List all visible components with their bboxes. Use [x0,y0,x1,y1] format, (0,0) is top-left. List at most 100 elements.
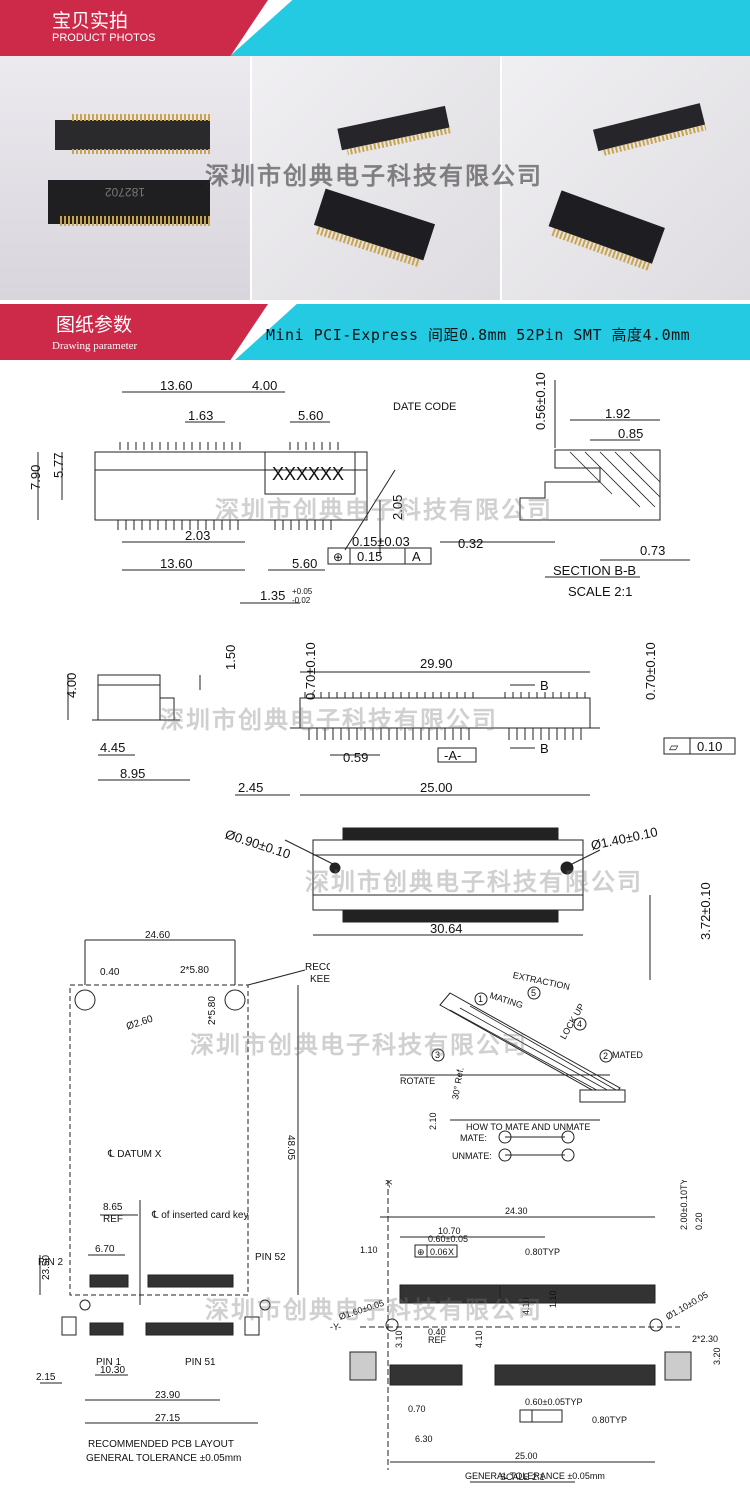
connector-photo-1b: 182702 [48,180,210,226]
watermark-3: 深圳市创典电子科技有限公司 [305,868,643,896]
fp-d15: 4.10 [474,1330,484,1348]
watermark-4: 深圳市创典电子科技有限公司 [190,1031,528,1059]
position-icon: ⊕ [333,550,343,564]
fp-d5: 0.80TYP [525,1247,560,1257]
dim-top-4: 5.60 [298,408,323,423]
marking-text: XXXXXX [272,464,344,484]
fp-d16: 3.20 [712,1347,722,1365]
mate-diagram [400,986,626,1162]
pcb-d3: Ø2.60 [125,1014,155,1033]
section-scale: SCALE 2:1 [568,584,632,599]
header-tab-2 [0,304,268,360]
num-5: 5 [531,988,536,998]
photo-strip: 182702 [0,56,750,300]
pcb-title: RECOMMENDED PCB LAYOUT [88,1439,234,1450]
fp-w2: 10.70 [438,1226,461,1236]
connector-photo-3b [548,190,665,272]
fp-pos-icon: ⊕ [417,1247,425,1257]
section-mark-b1: B [540,678,549,693]
fp-d20: 6.30 [415,1434,433,1444]
pcb-w1: 24.60 [145,930,170,941]
watermark-2: 深圳市创典电子科技有限公司 [160,706,498,734]
pin52-label: PIN 52 [255,1252,286,1263]
datum-a: A [412,549,421,564]
bottom-view [284,827,651,980]
section-dim-2: 1.92 [605,406,630,421]
num-1: 1 [478,994,483,1004]
section-title: SECTION B-B [553,563,636,578]
pcb-layout-drawing: 24.60 0.40 2*5.80 Ø2.60 2*5.80 RECOMMEND… [36,930,330,1464]
watermark-photos: 深圳市创典电子科技有限公司 [205,162,543,190]
front-h1: 0.70±0.10 [303,642,318,700]
side-w2: 8.95 [120,766,145,781]
pcb-d5: 6.70 [95,1244,115,1255]
fp-d3: 0.06 [430,1247,448,1257]
pitch-down: -0.02 [292,596,311,605]
pcb-ref1: 8.65 [103,1202,123,1213]
fp-d9b: REF [428,1335,447,1345]
section-dim-3: 0.85 [618,426,643,441]
fp-d4: X [448,1247,454,1257]
bottom-view-drawing: Ø0.90±0.10 Ø1.40±0.10 30.64 3.72±0.10 [223,824,713,980]
side-h2: 1.50 [223,645,238,670]
footprint-pads [349,1180,692,1483]
fp-d11: 1.10 [548,1290,558,1308]
pos-tol: 0.15 [357,549,382,564]
card-key-label: ℄ of inserted card key [151,1210,248,1221]
dim-bottom-1: 2.03 [185,528,210,543]
fp-tol: GENERAL TOLERANCE ±0.05mm [465,1471,605,1481]
front-view [235,671,736,796]
pcb-d2: 2*5.80 [180,965,209,976]
fp-w3: 25.00 [515,1451,538,1461]
header-tab [0,0,268,56]
top-view-dimensions [37,391,432,604]
rotate-label: ROTATE [400,1076,435,1086]
section-mark-b2: B [540,741,549,756]
fp-d1: 1.10 [360,1245,378,1255]
lock-label: LOCK UP [558,1002,586,1041]
section-dim-4: 0.32 [458,536,483,551]
num-3: 3 [435,1050,440,1060]
front-w1: 29.90 [420,656,453,671]
header-title-en: PRODUCT PHOTOS [52,32,156,44]
connector-photo-3a [593,103,707,156]
keepout-1: RECOMMEND CARD [305,962,330,973]
fp-d10: 4.10 [521,1297,531,1315]
pin2-label: PIN 2 [38,1257,63,1268]
photo-2 [252,56,500,300]
mated-label: MATED [612,1050,643,1060]
pcb-d7: 10.30 [100,1365,125,1376]
fp-scale: SCALE 2:1 [500,1472,545,1482]
pcb-tol: GENERAL TOLERANCE ±0.05mm [86,1453,241,1464]
photo-marking: 182702 [105,185,145,199]
connector-photo-1a [55,114,210,154]
fp-d18: 0.80TYP [592,1415,627,1425]
front-view-drawing: 4.00 1.50 4.45 8.95 0.70±0.10 0.70±0.10 … [64,642,736,796]
fp-vmark: -X- [384,1180,394,1188]
dim-bottom-2: 13.60 [160,556,193,571]
unmate-row-label: UNMATE: [452,1151,492,1161]
header-bar-2 [235,304,750,360]
front-datum: -A- [444,748,461,763]
extraction-label: EXTRACTION [512,970,571,992]
tol-1: 0.15±0.03 [352,534,410,549]
fp-d14: 3.10 [394,1330,404,1348]
date-code-label: DATE CODE [393,401,456,413]
bottom-d2: Ø1.40±0.10 [590,824,659,853]
fp-d6: 2.00±0.10TYP [679,1180,689,1230]
pcb-outline [39,939,306,1424]
keepout-2: KEEP OUT ZONE [310,974,330,985]
watermark-1: 深圳市创典电子科技有限公司 [215,496,553,524]
section-bb [440,380,690,578]
photo-1 [0,56,250,300]
pin1-label: PIN 1 [96,1357,121,1368]
dim-top-1: 13.60 [160,378,193,393]
top-view-drawing: 13.60 4.00 1.63 5.60 DATE CODE XXXXXX 7.… [28,372,690,605]
dim-height-3: 2.05 [390,495,405,520]
side-view [67,674,201,781]
header2-title-en: Drawing parameter [52,340,138,352]
pitch: 1.35 [260,588,285,603]
fp-d17: 0.60±0.05TYP [525,1397,582,1407]
front-pitch: 0.59 [343,750,368,765]
flatness-icon: ▱ [669,740,679,754]
